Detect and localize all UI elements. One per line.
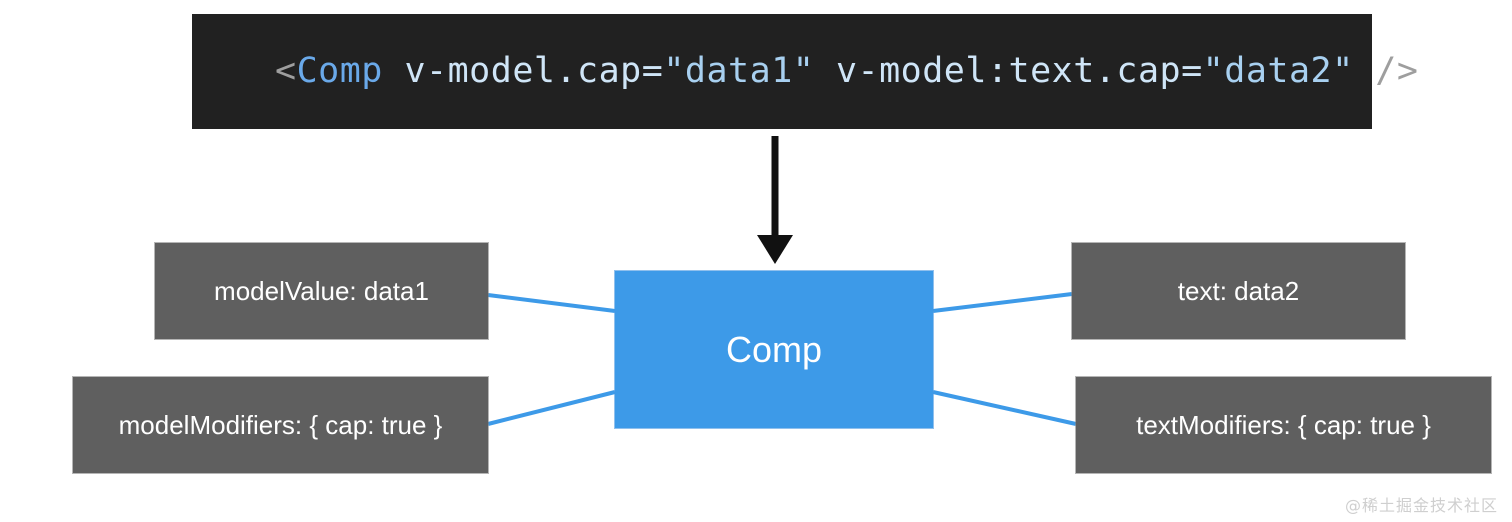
component-node-comp: Comp xyxy=(615,271,933,428)
code-token-attr-v-model-cap: v-model.cap xyxy=(404,51,642,91)
code-token-value-data2: "data2" xyxy=(1202,51,1354,91)
prop-node-text-label: text: data2 xyxy=(1177,275,1300,306)
prop-node-text-modifiers: textModifiers: { cap: true } xyxy=(1076,377,1491,473)
code-token-open-bracket: < xyxy=(275,51,297,91)
prop-node-model-value: modelValue: data1 xyxy=(155,243,488,339)
code-token-space-1 xyxy=(383,51,405,91)
code-token-equals-2: = xyxy=(1181,51,1203,91)
prop-node-model-modifiers-label: modelModifiers: { cap: true } xyxy=(118,409,443,440)
prop-node-model-modifiers: modelModifiers: { cap: true } xyxy=(73,377,488,473)
prop-node-text: text: data2 xyxy=(1072,243,1405,339)
connector-text-modifiers xyxy=(932,390,1077,426)
prop-node-text-modifiers-label: textModifiers: { cap: true } xyxy=(1136,409,1431,440)
code-token-self-close: /> xyxy=(1375,51,1419,91)
component-node-comp-label: Comp xyxy=(725,328,823,370)
connector-model-value xyxy=(487,293,616,313)
code-token-attr-v-model-text-cap: v-model:text.cap xyxy=(835,51,1182,91)
code-token-space-3 xyxy=(1354,51,1376,91)
connector-model-modifiers xyxy=(487,390,616,426)
code-token-tag-name: Comp xyxy=(296,51,383,91)
code-banner: <Comp v-model.cap="data1" v-model:text.c… xyxy=(193,15,1418,128)
code-token-value-data1: "data1" xyxy=(663,51,815,91)
code-line: <Comp v-model.cap="data1" v-model:text.c… xyxy=(146,19,1419,124)
code-token-equals-1: = xyxy=(641,51,664,91)
code-token-space-2 xyxy=(814,51,836,91)
connector-text xyxy=(932,292,1073,313)
down-arrow-icon xyxy=(757,136,793,264)
prop-node-model-value-label: modelValue: data1 xyxy=(214,275,429,306)
watermark: @稀土掘金技术社区 xyxy=(1344,496,1498,515)
